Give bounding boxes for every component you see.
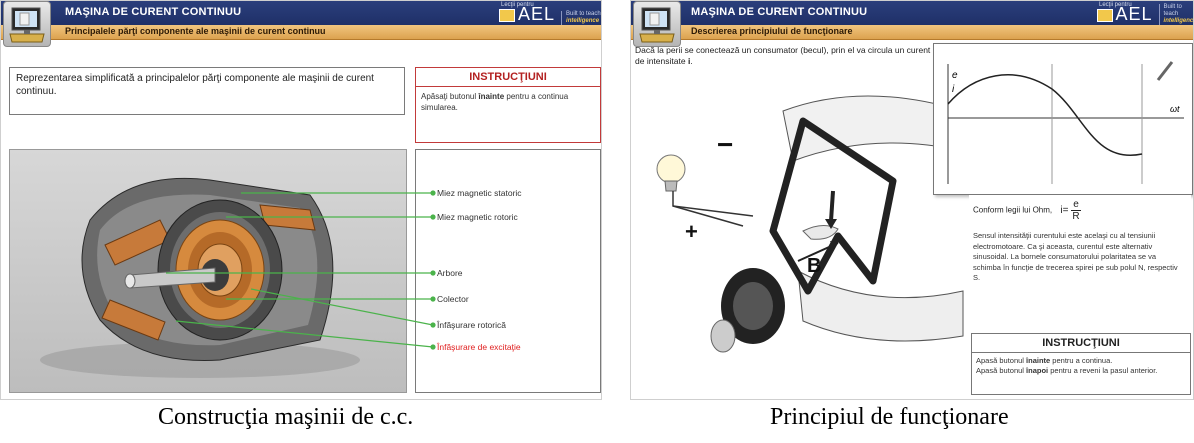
computer-logo-icon <box>3 1 51 47</box>
instr2-bold: înapoi <box>1026 366 1049 375</box>
instr1-bold: înainte <box>1026 356 1051 365</box>
explanation-box: Conform legii lui Ohm, i= e R Sensul int… <box>969 195 1191 331</box>
ael-mark-icon <box>1097 9 1113 22</box>
instr2-post: pentru a reveni la pasul anterior. <box>1048 366 1158 375</box>
ael-tag-line1: Built to teach <box>1163 4 1182 17</box>
right-screen: MAŞINA DE CURENT CONTINUU Descrierea pri… <box>630 0 1194 400</box>
label-commutator: Colector <box>437 294 469 304</box>
subheader-bar <box>631 25 1193 40</box>
principle-diagram: − + B <box>633 71 971 399</box>
intro-text-main: Dacă la perii se conectează un consumato… <box>635 45 931 66</box>
explanation-text: Sensul intensităţii curentului este acel… <box>973 231 1178 282</box>
ael-small-text: Lecţii pentru <box>1099 2 1132 8</box>
instructions-title: INSTRUCŢIUNI <box>416 68 600 87</box>
ael-logo-text: AEL <box>1115 4 1153 24</box>
instructions-text-end: pentru a continua simularea. <box>421 92 569 112</box>
caption-left: Construcţia maşinii de c.c. <box>158 404 414 430</box>
caption-right: Principiul de funcţionare <box>770 404 1009 430</box>
ohm-text: Conform legii lui Ohm, <box>973 205 1053 215</box>
ael-mark-icon <box>499 9 515 22</box>
label-rotor-winding: Înfăşurare rotorică <box>437 320 506 330</box>
ohm-fraction: e R <box>1071 199 1081 222</box>
instr1-pre: Apasă butonul <box>976 356 1027 365</box>
subheader-bar <box>1 25 601 40</box>
computer-logo-icon <box>633 1 681 47</box>
label-rotor-core: Miez magnetic rotoric <box>437 212 518 222</box>
ohm-line: Conform legii lui Ohm, i= e R <box>973 199 1081 222</box>
ael-brand: Lecţii pentru AEL Built to teach intelli… <box>1097 2 1194 25</box>
left-screen: MAŞINA DE CURENT CONTINUU Principalele p… <box>0 0 602 400</box>
ael-tagline: Built to teach intelligence <box>561 11 601 25</box>
instructions-bold: înainte <box>478 92 505 101</box>
instructions-box: INSTRUCŢIUNI Apăsaţi butonul înainte pen… <box>415 67 601 143</box>
graph-y-label-i: i <box>952 84 955 95</box>
labels-box <box>415 149 601 393</box>
intro-text-box: Reprezentarea simplificată a principalel… <box>9 67 405 115</box>
ael-brand: Lecţii pentru AEL Built to teach intelli… <box>499 2 601 25</box>
instructions-body: Apasă butonul înainte pentru a continua.… <box>972 353 1190 379</box>
app-title: MAŞINA DE CURENT CONTINUU <box>65 6 242 18</box>
minus-sign: − <box>717 129 734 160</box>
label-excitation-winding: Înfăşurare de excitaţie <box>437 342 521 352</box>
instructions-body: Apăsaţi butonul înainte pentru a continu… <box>416 87 600 117</box>
ael-tag-line1: Built to teach <box>566 11 601 17</box>
label-stator-core: Miez magnetic statoric <box>437 188 522 198</box>
instruction-back: Apasă butonul înapoi pentru a reveni la … <box>976 366 1186 376</box>
graph-x-label: ωt <box>1170 104 1180 114</box>
ael-tag-line2: intelligence <box>566 18 600 24</box>
field-label-b: B <box>807 255 822 277</box>
ohm-numerator: e <box>1071 199 1081 211</box>
ohm-formula-lhs: i= <box>1060 205 1069 217</box>
instruction-forward: Apasă butonul înainte pentru a continua. <box>976 356 1186 366</box>
instructions-text: Apăsaţi butonul <box>421 92 479 101</box>
ael-logo-text: AEL <box>518 4 556 24</box>
ohm-denominator: R <box>1072 211 1080 222</box>
graph-y-label-e: e <box>952 70 958 81</box>
intro-text-bold: i <box>687 56 691 66</box>
ael-small-text: Lecţii pentru <box>501 2 534 8</box>
instructions-title: INSTRUCŢIUNI <box>972 334 1190 353</box>
ael-tag-line2: intelligence <box>1163 18 1194 24</box>
sine-graph-panel: e i ωt <box>933 43 1193 195</box>
intro-text: Reprezentarea simplificată a principalel… <box>16 73 374 97</box>
instr2-pre: Apasă butonul <box>976 366 1027 375</box>
label-shaft: Arbore <box>437 268 463 278</box>
instructions-box: INSTRUCŢIUNI Apasă butonul înainte pentr… <box>971 333 1191 395</box>
app-title: MAŞINA DE CURENT CONTINUU <box>691 6 868 18</box>
ohm-formula: i= e R <box>1060 199 1081 222</box>
instr1-post: pentru a continua. <box>1050 356 1113 365</box>
page-subtitle: Descrierea principiului de funcţionare <box>691 26 853 36</box>
page-subtitle: Principalele părţi componente ale maşini… <box>65 26 326 36</box>
ael-tagline: Built to teach intelligence <box>1158 4 1194 25</box>
plus-sign: + <box>685 219 698 244</box>
motor-illustration <box>9 149 407 393</box>
intro-text: Dacă la perii se conectează un consumato… <box>635 45 931 66</box>
